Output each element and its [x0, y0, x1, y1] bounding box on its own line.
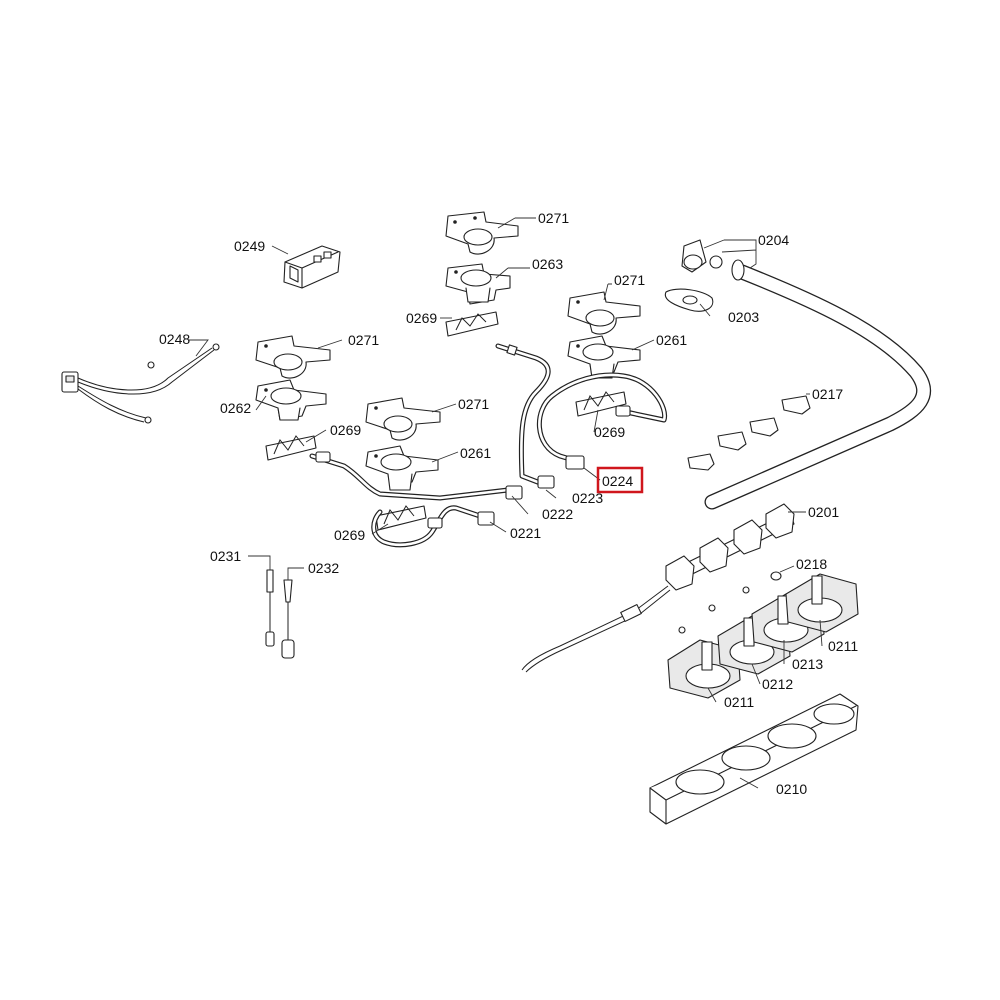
part-0201-manifold[interactable]: [521, 503, 795, 673]
part-0203-gasket[interactable]: [664, 288, 714, 312]
callout-0269-c: 0269: [594, 424, 625, 440]
callout-0261-b: 0261: [460, 445, 491, 461]
part-0232-thermocouple[interactable]: [281, 579, 295, 659]
callout-0271-a: 0271: [538, 210, 569, 226]
part-0269-clip-right[interactable]: [575, 391, 627, 417]
leader-lines: [188, 217, 823, 789]
callout-0224-highlighted[interactable]: 0224: [596, 466, 644, 494]
callout-0271-b: 0271: [614, 272, 645, 288]
callout-0218: 0218: [796, 556, 827, 572]
callout-0232: 0232: [308, 560, 339, 576]
part-0262-burner-tap-left[interactable]: [255, 379, 327, 421]
part-0269-clip-left[interactable]: [265, 435, 317, 461]
callout-0201: 0201: [808, 504, 839, 520]
part-0271-burner-support-left[interactable]: [255, 335, 331, 379]
part-0248-wire-harness[interactable]: [61, 343, 220, 424]
part-0249-connector[interactable]: [283, 245, 341, 289]
callout-0221: 0221: [510, 525, 541, 541]
callout-0217: 0217: [812, 386, 843, 402]
callout-0213: 0213: [792, 656, 823, 672]
callout-0249: 0249: [234, 238, 265, 254]
part-0271-burner-support-right[interactable]: [567, 291, 641, 335]
part-0261-burner-tap-mid[interactable]: [365, 445, 439, 491]
callout-0211-a: 0211: [828, 638, 858, 654]
callout-0203: 0203: [728, 309, 759, 325]
callout-0210: 0210: [776, 781, 807, 797]
part-0271-burner-support-top[interactable]: [445, 211, 519, 255]
part-0218-nut[interactable]: [770, 571, 782, 581]
part-0269-clip-bottom[interactable]: [375, 505, 427, 531]
part-0224-gas-pipe[interactable]: [537, 372, 668, 470]
part-0269-clip-top[interactable]: [445, 311, 499, 337]
callout-0231: 0231: [210, 548, 241, 564]
callout-0204: 0204: [758, 232, 789, 248]
callout-0271-c: 0271: [348, 332, 379, 348]
callout-0212: 0212: [762, 676, 793, 692]
part-0263-burner-tap-top[interactable]: [445, 263, 511, 305]
part-0271-burner-support-mid[interactable]: [365, 397, 441, 441]
callout-0269-a: 0269: [406, 310, 437, 326]
callout-0263: 0263: [532, 256, 563, 272]
callout-0223: 0223: [572, 490, 603, 506]
callout-0248: 0248: [159, 331, 190, 347]
callout-0224: 0224: [602, 473, 633, 489]
callout-0271-d: 0271: [458, 396, 489, 412]
part-0204-gas-inlet-elbow[interactable]: [681, 239, 932, 510]
callout-0222: 0222: [542, 506, 573, 522]
callout-0262: 0262: [220, 400, 251, 416]
part-0261-burner-tap-right[interactable]: [567, 335, 641, 379]
callout-0269-b: 0269: [330, 422, 361, 438]
callout-0211-b: 0211: [724, 694, 754, 710]
part-0222-gas-pipe[interactable]: [309, 451, 523, 501]
part-0217-clips[interactable]: [687, 395, 811, 471]
part-0211-tap-rear[interactable]: [785, 573, 859, 633]
part-0221-gas-pipe[interactable]: [371, 505, 495, 548]
part-0223-gas-pipe[interactable]: [495, 343, 555, 489]
part-0210-tap-base[interactable]: [649, 693, 859, 825]
part-0231-thermocouple[interactable]: [265, 569, 275, 647]
callout-0261-a: 0261: [656, 332, 687, 348]
callout-0269-d: 0269: [334, 527, 365, 543]
